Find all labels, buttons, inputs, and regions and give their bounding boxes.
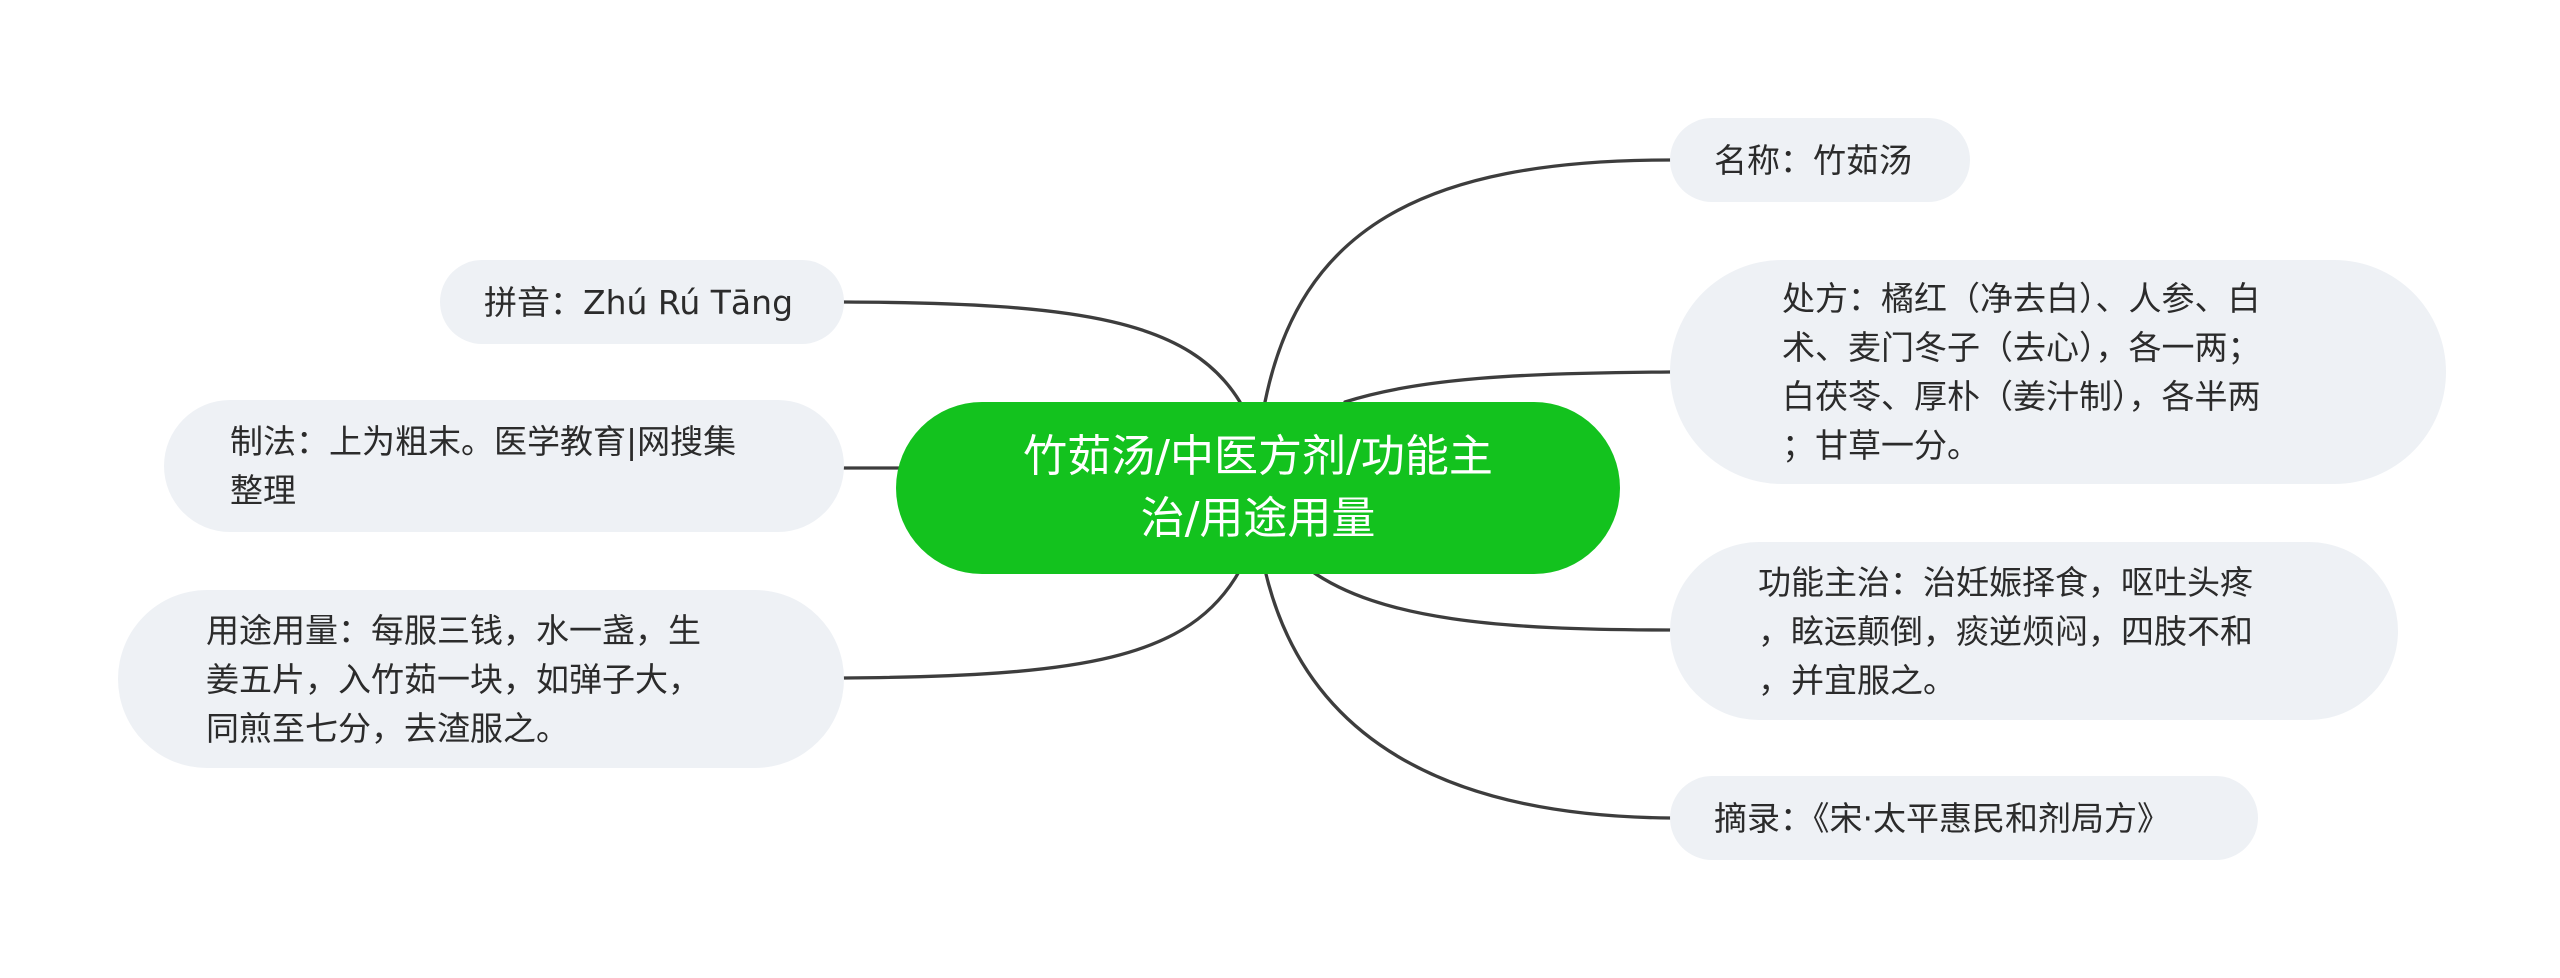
topic-chufang-label: 处方：橘红（净去白）、人参、白 术、麦门冬子（去心），各一两； 白茯苓、厚朴（姜… [1782, 279, 2261, 465]
connector-gongneng [1308, 568, 1672, 632]
topic-yongtu-label: 用途用量：每服三钱，水一盏，生 姜五片，入竹茹一块，如弹子大， 同煎至七分，去渣… [206, 610, 701, 748]
topic-zhifa-label: 制法：上为粗末。医学教育|网搜集 整理 [230, 422, 737, 510]
topic-zhailu[interactable]: 摘录：《宋·太平惠民和剂局方》 [1670, 776, 2258, 860]
topic-gongneng[interactable]: 功能主治：治妊娠择食，呕吐头疼 ，眩运颠倒，痰逆烦闷，四肢不和 ，并宜服之。 [1670, 542, 2398, 720]
topic-gongneng-label: 功能主治：治妊娠择食，呕吐头疼 ，眩运颠倒，痰逆烦闷，四肢不和 ，并宜服之。 [1758, 562, 2253, 700]
topic-zhifa[interactable]: 制法：上为粗末。医学教育|网搜集 整理 [164, 400, 844, 532]
topic-pinyin[interactable]: 拼音：Zhú Rú Tāng [440, 260, 844, 344]
topic-yongtu[interactable]: 用途用量：每服三钱，水一盏，生 姜五片，入竹茹一块，如弹子大， 同煎至七分，去渣… [118, 590, 844, 768]
topic-mingcheng-label: 名称：竹茹汤 [1714, 140, 1912, 180]
connector-mingcheng [1263, 158, 1672, 404]
connector-pinyin [842, 300, 1242, 404]
root-topic-label: 竹茹汤/中医方剂/功能主 治/用途用量 [1023, 431, 1493, 544]
topic-mingcheng[interactable]: 名称：竹茹汤 [1670, 118, 1970, 202]
root-topic[interactable]: 竹茹汤/中医方剂/功能主 治/用途用量 [896, 402, 1620, 574]
connector-chufang [1343, 370, 1672, 404]
connector-zhailu [1263, 568, 1672, 820]
topic-chufang[interactable]: 处方：橘红（净去白）、人参、白 术、麦门冬子（去心），各一两； 白茯苓、厚朴（姜… [1670, 260, 2446, 484]
topic-pinyin-label: 拼音：Zhú Rú Tāng [484, 282, 794, 322]
connector-yongtu [842, 568, 1242, 680]
topic-zhailu-label: 摘录：《宋·太平惠民和剂局方》 [1714, 798, 2170, 838]
